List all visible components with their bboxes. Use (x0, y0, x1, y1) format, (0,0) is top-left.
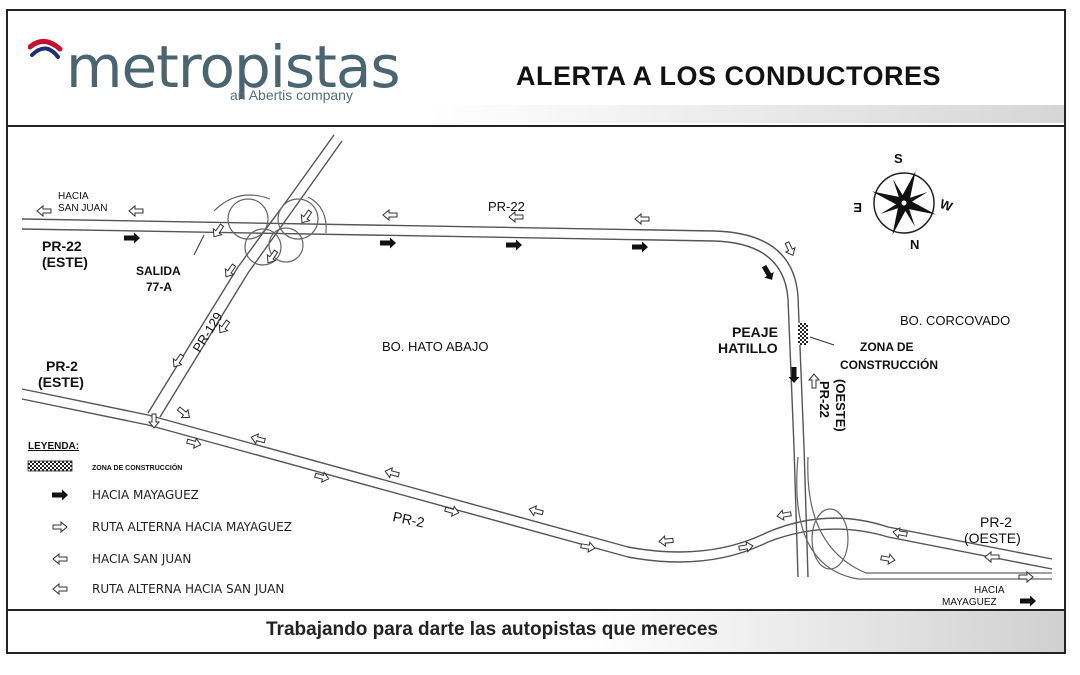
legend-item-4: RUTA ALTERNA HACIA SAN JUAN (92, 582, 284, 596)
map-labels: HACIA SAN JUAN PR-22 PR-22 (ESTE) SALIDA… (38, 191, 1021, 608)
compass-n-label: N (910, 237, 919, 252)
label-pr2-este-1: PR-2 (46, 358, 78, 374)
footer-slogan: Trabajando para darte las autopistas que… (266, 619, 718, 640)
logo-text: metropistas (66, 33, 401, 101)
logo-subtext: an Abertis company (230, 87, 353, 103)
label-peaje-1: PEAJE (732, 324, 778, 340)
page-title: ALERTA A LOS CONDUCTORES (516, 61, 942, 91)
legend-zona-label: ZONA DE CONSTRUCCIÓN (92, 463, 182, 472)
compass-e-label: E (853, 200, 862, 215)
compass-w-label: W (938, 196, 955, 215)
construction-zone-marker (798, 323, 808, 345)
legend-zona-swatch (27, 460, 73, 472)
label-pr22-oeste-1: PR-22 (817, 381, 832, 418)
label-pr2-este-2: (ESTE) (38, 374, 84, 390)
label-hacia-san-juan-1: HACIA (58, 191, 89, 202)
label-zona-2: CONSTRUCCIÓN (840, 357, 938, 372)
label-pr22-este-1: PR-22 (42, 238, 82, 254)
legend-title: LEYENDA: (28, 441, 79, 452)
road-pr2 (21, 388, 1053, 570)
label-bo-corcovado: BO. CORCOVADO (900, 313, 1010, 328)
label-hacia-san-juan-2: SAN JUAN (58, 203, 107, 214)
label-peaje-2: HATILLO (718, 340, 778, 356)
interchange-west (796, 456, 1052, 580)
legend: LEYENDA: ZONA DE CONSTRUCCIÓN HACIA MAYA… (27, 441, 292, 596)
label-pr2-bottom: PR-2 (391, 508, 426, 530)
label-zona-1: ZONA DE (860, 340, 914, 354)
label-bo-hato-abajo: BO. HATO ABAJO (382, 339, 488, 354)
header-shade (428, 105, 1064, 123)
label-salida-1: SALIDA (136, 264, 181, 278)
exit-pointer-line (193, 234, 205, 256)
label-hacia-mayaguez-2: MAYAGUEZ (942, 597, 997, 608)
metropistas-logo-icon (28, 39, 63, 59)
label-pr22-oeste-2: (OESTE) (833, 379, 848, 432)
label-pr2-oeste-1: PR-2 (980, 514, 1012, 530)
footer: Trabajando para darte las autopistas que… (8, 609, 1064, 652)
label-pr22-top: PR-22 (488, 199, 525, 214)
legend-item-3: HACIA SAN JUAN (92, 552, 191, 566)
black-arrow-right-icon (52, 489, 68, 501)
label-pr2-oeste-2: (OESTE) (964, 530, 1021, 546)
outline-arrow-left-icon (52, 583, 68, 595)
route-map: S N E W HACIA SAN JUAN PR-22 PR-22 (ESTE… (8, 134, 1053, 612)
outline-arrow-left-icon (52, 553, 68, 565)
header: metropistas an Abertis company ALERTA A … (8, 11, 1064, 127)
compass-rose-icon: S N E W (853, 151, 955, 252)
label-pr22-este-2: (ESTE) (42, 254, 88, 270)
label-hacia-mayaguez-1: HACIA (974, 585, 1005, 596)
outline-arrow-right-icon (52, 521, 68, 533)
arrows-hacia-mayaguez (124, 232, 1036, 607)
alert-flyer: metropistas an Abertis company ALERTA A … (6, 9, 1066, 654)
compass-s-label: S (894, 151, 903, 166)
label-salida-2: 77-A (146, 280, 172, 294)
legend-item-2: RUTA ALTERNA HACIA MAYAGUEZ (92, 520, 292, 534)
interchange-cloverleaf (213, 194, 327, 266)
legend-item-1: HACIA MAYAGUEZ (92, 488, 199, 502)
road-pr22 (21, 218, 809, 578)
construction-pointer-line (809, 336, 835, 346)
